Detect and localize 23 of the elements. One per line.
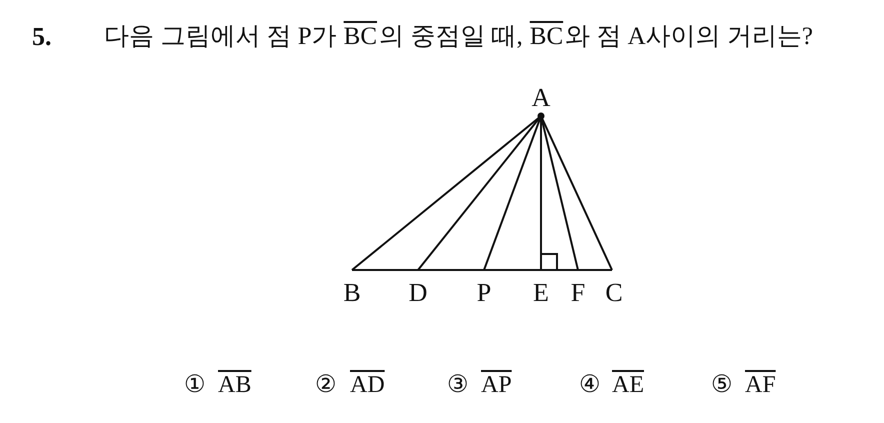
choice-number: ① [184, 373, 206, 397]
segment-label: BC [344, 23, 378, 50]
point-label: C [605, 280, 623, 306]
choice-label: AD [350, 373, 385, 397]
question-text: 의 중점일 때, [379, 23, 523, 50]
point-label: D [408, 280, 428, 306]
choice-label: AE [612, 373, 644, 397]
point-label: B [343, 280, 361, 306]
segment-label: BC [530, 23, 564, 50]
choice-number: ④ [579, 373, 601, 397]
choice-label: AP [481, 373, 512, 397]
point-label: F [570, 280, 586, 306]
question-number: 5. [32, 24, 52, 50]
question-text: 와 점 A사이의 거리는? [565, 23, 814, 50]
choice-number: ② [315, 373, 337, 397]
choice-number: ⑤ [711, 373, 733, 397]
point-label: P [476, 280, 492, 306]
point-label: A [532, 85, 550, 111]
choice-label: AB [218, 373, 252, 397]
question-text: 다음 그림에서 점 P가 [104, 23, 337, 50]
point-label: E [533, 280, 549, 306]
choice-label: AF [745, 373, 776, 397]
choice-number: ③ [447, 373, 469, 397]
